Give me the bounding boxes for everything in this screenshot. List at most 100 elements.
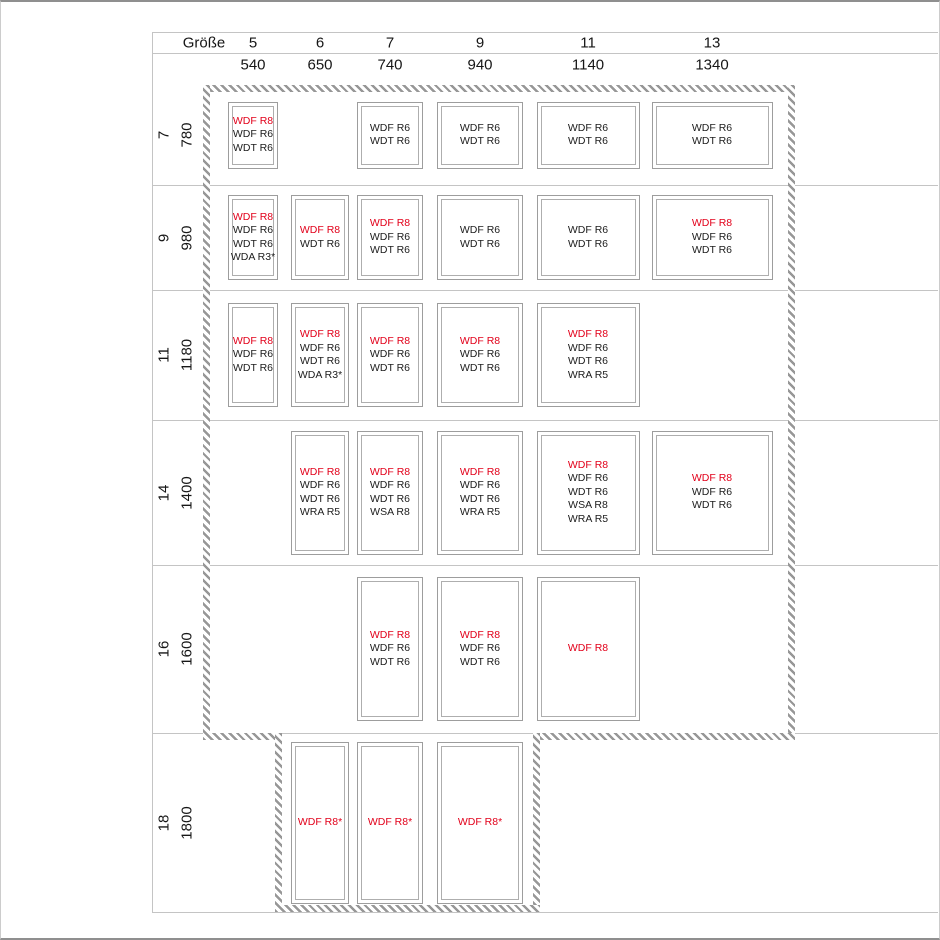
product-code: WDA R3* [230,251,276,263]
row-size-label: 18 [155,814,173,831]
table-bottom-line [152,912,938,913]
column-width-label: 740 [377,56,403,74]
window-box-frame: WDF R8* [441,745,519,900]
hatch-border-bottom [275,905,540,912]
row-divider-line [152,185,938,186]
product-code: WDF R6 [369,230,411,243]
product-code: WDF R6 [369,479,411,491]
product-code: WDF R8* [367,815,413,828]
product-code: WDT R6 [459,492,501,505]
product-code: WDF R8 [691,217,733,230]
product-code: WDF R6 [369,121,411,134]
product-code: WDF R6 [459,224,501,236]
product-code: WSA R8 [370,506,410,518]
product-code: WDT R6 [567,135,609,147]
product-code: WDT R6 [232,237,274,250]
hatch-border-step-right [533,733,795,740]
hatch-border-step-left [203,733,282,740]
column-size-label: 9 [475,34,485,52]
window-size-box: WDF R8* [357,741,423,904]
product-code: WDT R6 [691,244,733,257]
product-code: WDF R6 [369,642,411,655]
column-size-label: 13 [703,34,721,52]
column-width-label: 940 [467,56,493,74]
product-code: WDF R8 [459,628,501,641]
product-code: WDT R6 [691,135,733,147]
row-height-label: 780 [178,122,196,148]
product-code: WRA R5 [567,368,609,381]
product-code: WDF R6 [567,472,609,485]
product-code: WRA R5 [459,506,501,518]
column-size-label: 5 [248,34,258,52]
product-code: WDT R6 [369,361,411,374]
column-size-label: 11 [580,34,596,52]
product-code: WDT R6 [232,361,274,374]
header-divider-line [152,53,938,54]
product-code: WDF R8 [232,210,274,223]
label-column-line [152,32,153,912]
product-code: WDF R6 [567,121,609,134]
product-code: WDT R6 [369,655,411,668]
column-size-label: 6 [315,34,325,52]
product-code: WDF R6 [459,479,501,491]
product-code: WSA R8 [568,499,608,512]
product-code: WDF R8* [457,815,503,828]
product-code: WDF R8 [232,114,274,127]
product-code: WDT R6 [369,135,411,147]
hatch-border-right [788,85,795,740]
product-code: WDT R6 [299,492,341,505]
product-code: WDT R6 [459,361,501,374]
column-width-label: 1140 [571,56,605,74]
row-height-label: 980 [178,224,196,251]
row-divider-line [152,420,938,421]
product-code: WDF R6 [232,348,274,361]
product-code: WDF R8 [567,642,609,655]
product-code: WDF R6 [299,479,341,491]
product-code: WDF R8 [567,458,609,471]
product-code: WDF R6 [691,121,733,134]
product-code: WDT R6 [567,355,609,367]
hatch-border-lower-right [533,733,540,912]
product-code: WDF R8* [297,815,343,828]
product-code: WDF R8 [232,334,274,347]
row-size-label: 9 [155,233,173,242]
product-code: WDT R6 [691,499,733,512]
header-top-line [152,32,938,33]
column-size-label: 7 [385,34,395,52]
row-divider-line [152,565,938,566]
window-size-box: WDF R8 [536,577,640,721]
row-size-label: 14 [155,484,173,501]
product-code: WDT R6 [567,237,609,250]
product-code: WDF R8 [299,328,341,340]
product-code: WDT R6 [567,485,609,498]
product-code: WDT R6 [299,355,341,367]
row-height-label: 1180 [178,338,196,372]
product-code: WDT R6 [459,135,501,147]
product-code: WDF R8 [459,465,501,478]
